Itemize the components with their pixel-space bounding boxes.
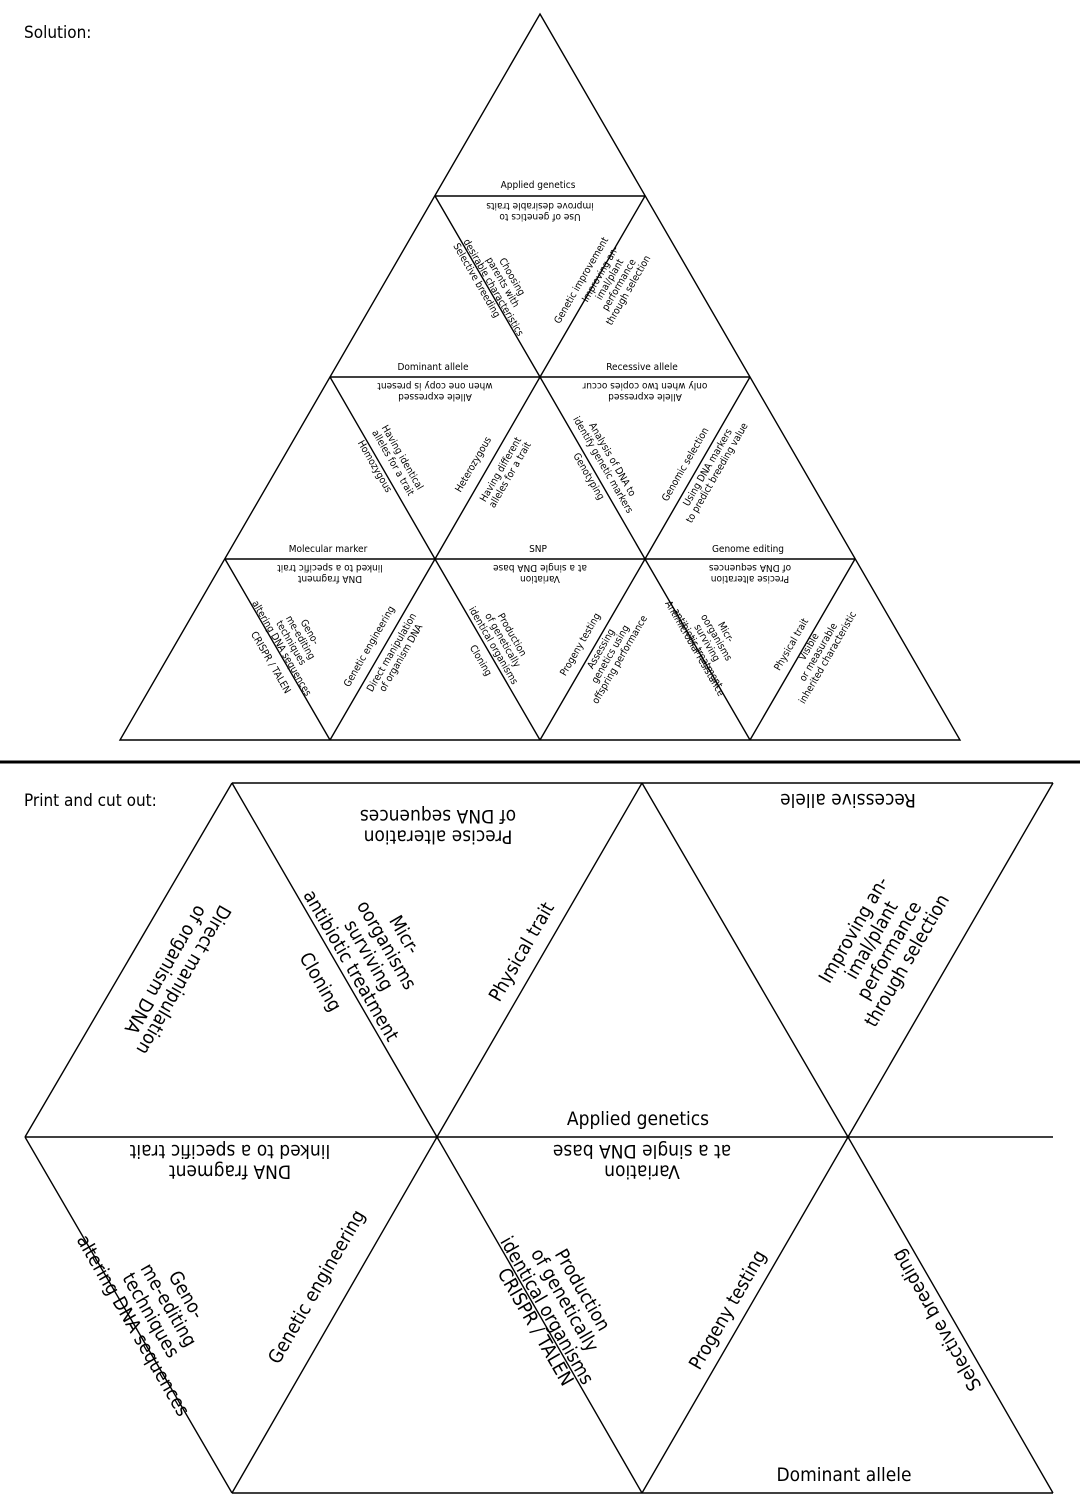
solution-heading: Solution: [24,23,91,43]
diag-4 [434,376,541,560]
diag-1 [434,195,541,378]
cut-diag-h [641,1136,849,1494]
improving-animal-card-text: Improving an-imal/plantperformancethroug… [807,860,954,1031]
selective-breeding-card-text: Selective breeding [887,1245,986,1394]
cloning-definition: Productionof geneticallyidentical organi… [466,594,538,687]
snp-label: SNP [529,544,547,555]
applied-genetics-label: Applied genetics [501,180,576,191]
diag-6 [644,376,751,560]
genome-editing-definition: Precise alterationof DNA sequences [709,562,792,584]
cutout-heading: Print and cut out: [24,791,157,811]
precise-alteration-card-text: Precise alterationof DNA sequences [360,805,516,848]
recessive-allele-label: Recessive allele [606,362,678,373]
cut-diag-b [231,782,438,1138]
diag-10 [539,558,646,741]
genetic-engineering-card-text: Genetic engineering [264,1206,370,1367]
applied-genetics-definition: Use of genetics toimprove desirable trai… [486,200,594,222]
genome-editing-card-text: Geno-me-editingtechniquesaltering DNA se… [72,1200,247,1420]
dna-fragment-card-text: DNA fragmentlinked to a specific trait [129,1140,330,1183]
dominant-allele-definition: Allele expressedwhen one copy is present [377,380,493,402]
applied-genetics-card-text: Applied genetics [567,1108,709,1130]
snp-definition: Variationat a single DNA base [493,562,587,584]
cut-diag-d [641,782,849,1138]
molecular-marker-label: Molecular marker [289,544,368,555]
cut-right-edge-top [847,782,1054,1138]
microorganisms-card-text: Micr-oorganismssurvivingantibiotic treat… [299,855,457,1045]
solution-pyramid [118,12,962,741]
diag-12 [749,558,856,741]
variation-card-text: Variationat a single DNA base [553,1140,731,1183]
dominant-allele-card-text: Dominant allele [776,1464,911,1486]
cut-diag-f [231,1136,438,1494]
dominant-allele-label: Dominant allele [397,362,469,373]
cut-right-edge-bottom [847,1136,1054,1494]
recessive-allele-definition: Allele expressedonly when two copies occ… [582,380,707,402]
diag-11 [644,558,751,741]
diag-2 [539,195,646,378]
microorganisms-definition: Micr-oorganismssurvivingantibiotic treat… [670,591,753,691]
cutout-grid [24,782,1054,1494]
direct-manipulation-card-text: Direct manipulationof organism DNA [114,891,235,1059]
genome-editing-label: Genome editing [712,544,784,555]
cut-diag-g [436,1136,643,1494]
progeny-testing-card-text: Progeny testing [685,1246,771,1373]
recessive-allele-card-text: Recessive allele [780,789,916,811]
improving-animal-definition: Improving an-imal/plantperformancethroug… [576,238,653,328]
solution-labels: Applied genetics Use of genetics toimpro… [248,180,859,706]
molecular-marker-definition: DNA fragmentlinked to a specific trait [277,562,383,584]
diag-9 [434,558,541,741]
diag-3 [329,376,436,560]
cut-diag-a [24,782,233,1138]
diag-7 [224,558,331,741]
cut-diag-c [436,782,643,1138]
diag-8 [329,558,436,741]
diag-5 [539,376,646,560]
cut-diag-e [24,1136,233,1494]
